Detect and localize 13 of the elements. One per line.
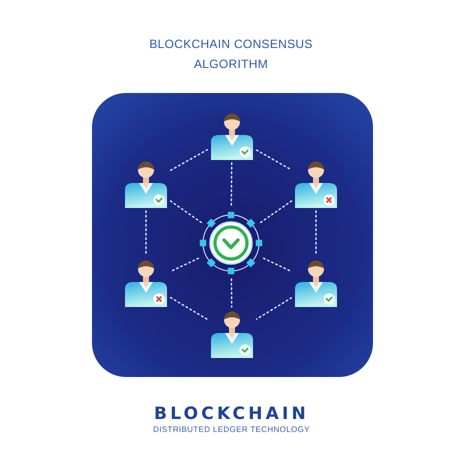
dotted-line [170, 258, 200, 272]
dotted-line [260, 200, 292, 224]
dotted-line [230, 162, 232, 208]
label-text: BLOCKCHAIN [154, 404, 309, 424]
dotted-line [256, 149, 292, 171]
dotted-line [262, 258, 292, 272]
dotted-line [170, 149, 208, 171]
dotted-line [230, 278, 232, 308]
title: BLOCKCHAIN CONSENSUS ALGORITHM [148, 36, 314, 73]
subtitle-text: DISTRIBUTED LEDGER TECHNOLOGY [153, 425, 310, 434]
dotted-line [170, 296, 208, 320]
dotted-line [170, 200, 202, 224]
dotted-line [256, 297, 292, 320]
